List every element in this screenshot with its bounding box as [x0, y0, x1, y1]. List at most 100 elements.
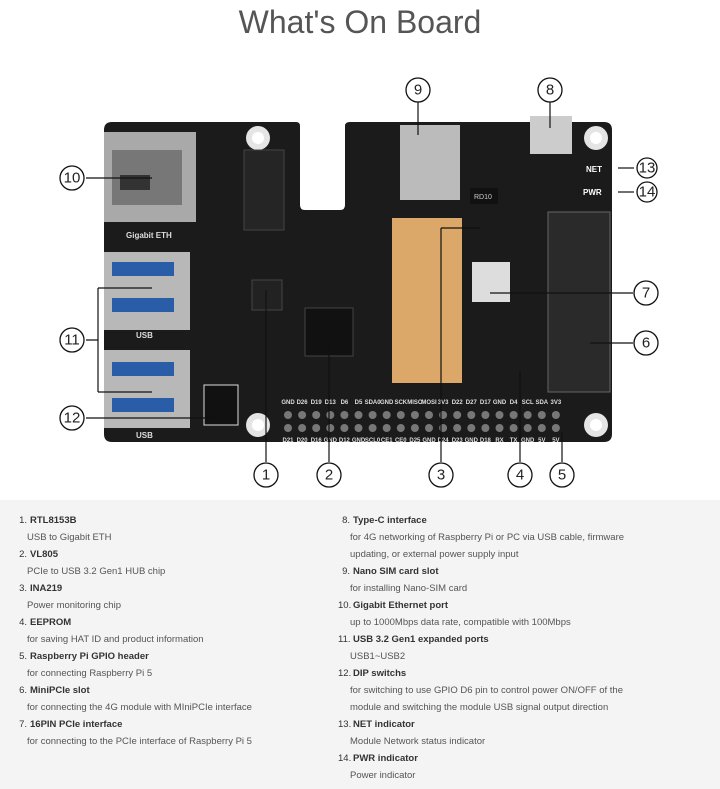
copper-pad	[392, 218, 462, 383]
rd10-chip	[470, 188, 498, 204]
svg-text:4: 4	[516, 467, 524, 484]
gpio-pin-label: D22	[452, 400, 464, 406]
item-number: 10.	[338, 600, 352, 611]
item-title-text: 16PIN PCIe interface	[30, 719, 123, 730]
callout-7: 7	[633, 280, 659, 306]
svg-text:12: 12	[64, 410, 81, 427]
gpio-pin	[326, 411, 335, 419]
item-title-text: RTL8153B	[30, 515, 77, 526]
gpio-pin	[410, 424, 419, 432]
gpio-pin	[396, 424, 405, 432]
gpio-pin-label: GND	[281, 400, 295, 406]
gpio-pin	[537, 424, 546, 432]
svg-text:11: 11	[64, 332, 80, 349]
item-number: 2.	[19, 549, 27, 560]
item-number: 11.	[338, 634, 351, 645]
item-title-text: Gigabit Ethernet port	[353, 600, 448, 611]
item-title: 12.DIP switchs	[338, 665, 624, 682]
callout-3: 3	[428, 462, 454, 488]
gpio-pin-label: TX	[510, 438, 518, 444]
item-description: Power indicator	[350, 770, 416, 781]
gpio-pin	[495, 411, 504, 419]
item-title-text: Type-C interface	[353, 515, 427, 526]
gpio-pin	[312, 411, 321, 419]
svg-text:2: 2	[325, 467, 333, 484]
item-number: 4.	[19, 617, 27, 628]
svg-text:9: 9	[414, 82, 422, 99]
gpio-pin	[509, 424, 518, 432]
item-title-text: PWR indicator	[353, 753, 418, 764]
gpio-pin	[453, 424, 462, 432]
item-number: 8.	[342, 515, 350, 526]
item-description: PCIe to USB 3.2 Gen1 HUB chip	[27, 566, 166, 577]
callout-1: 1	[253, 462, 279, 488]
gpio-pin-label: CE1	[381, 438, 393, 444]
gpio-pin-label: MOSI	[421, 400, 437, 406]
callout-11: 11	[59, 327, 85, 353]
gpio-pin-label: 3V3	[438, 400, 449, 406]
gpio-pin-label: 5V	[552, 438, 559, 444]
item-description: module and switching the module USB sign…	[350, 702, 609, 713]
item-title-text: DIP switchs	[353, 668, 407, 679]
usb-port-2	[104, 350, 190, 428]
item-description: updating, or external power supply input	[350, 549, 519, 560]
pwr-label: PWR	[583, 188, 602, 197]
item-number: 14.	[338, 753, 352, 764]
gpio-pin	[396, 411, 405, 419]
gpio-pin	[425, 411, 433, 419]
gpio-pin-label: SDA	[535, 400, 548, 406]
gpio-pin-label: D26	[297, 400, 309, 406]
callout-2: 2	[316, 462, 342, 488]
gpio-pin	[368, 424, 377, 432]
gpio-pin-label: SCL0	[365, 438, 381, 444]
item-title-text: NET indicator	[353, 719, 415, 730]
gpio-pin-label: D13	[325, 400, 337, 406]
callout-10: 10	[59, 165, 85, 191]
gpio-pin	[495, 424, 504, 432]
gpio-pin	[523, 424, 532, 432]
svg-text:1: 1	[262, 467, 270, 484]
dip-switch	[203, 384, 239, 426]
item-title-text: Raspberry Pi GPIO header	[30, 651, 149, 662]
item-title: 4.EEPROM	[15, 614, 252, 631]
gpio-pin	[481, 424, 490, 432]
svg-text:6: 6	[642, 335, 650, 352]
item-title-text: VL805	[30, 549, 58, 560]
gpio-pin	[481, 411, 490, 419]
item-number: 13.	[338, 719, 352, 730]
item-title: 13.NET indicator	[338, 716, 624, 733]
chip-column	[243, 149, 285, 231]
item-number: 7.	[19, 719, 27, 730]
ethernet-port	[104, 132, 196, 222]
minipcie-slot	[547, 211, 611, 393]
callout-8: 8	[537, 77, 563, 103]
gpio-pin	[439, 411, 448, 419]
eth-label: Gigabit ETH	[126, 231, 172, 240]
gpio-pin	[467, 424, 476, 432]
callout-lines	[86, 102, 634, 462]
gpio-pin-label: D25	[409, 438, 421, 444]
rtl8153b-chip	[251, 279, 283, 311]
item-number: 9.	[342, 566, 350, 577]
item-number: 5.	[19, 651, 27, 662]
type-c-port	[530, 116, 572, 154]
usb-port-1	[104, 252, 190, 330]
gpio-pin-label: D16	[311, 438, 323, 444]
item-title: 6.MiniPCIe slot	[15, 682, 252, 699]
gpio-pin	[284, 411, 292, 419]
callout-9: 9	[405, 77, 431, 103]
gpio-pin	[439, 424, 448, 432]
gpio-pin-label: D17	[480, 400, 492, 406]
gpio-header: GNDD21D26D20D19D16D13GNDD6D12D5GNDSDA0SC…	[281, 400, 562, 444]
gpio-pin-label: D21	[282, 438, 294, 444]
gpio-pin	[382, 411, 391, 419]
item-title: 14.PWR indicator	[338, 750, 624, 767]
